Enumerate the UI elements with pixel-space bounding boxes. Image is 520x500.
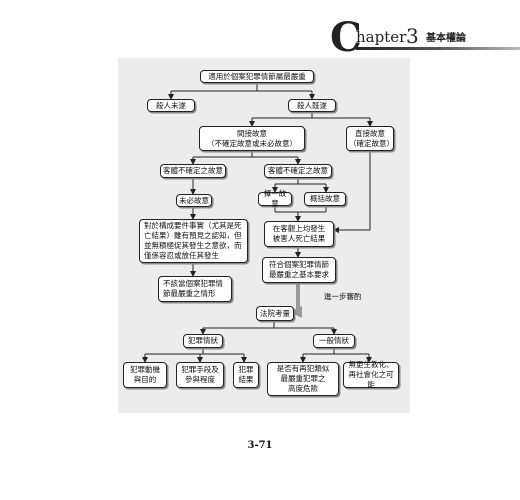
page-number: 3-71 (247, 440, 273, 451)
objective-death-box: 在客觀上均發生 被害人死亡結果 (264, 221, 334, 247)
not-killed-box: 殺人未遂 (147, 99, 195, 112)
motive-purpose-box: 犯罪動機 與目的 (123, 362, 167, 388)
alternative-intent-box: 擇一故意 (258, 189, 292, 208)
no-rehabilitation-box: 無更生教化、 再社會化之可能 (343, 360, 399, 389)
killed-box: 殺人既遂 (288, 99, 336, 112)
direct-intent-box: 直接故意 （確定故意） (346, 126, 394, 151)
chapter-title: 基本權論 (426, 33, 466, 44)
further-review-label: 進一步審酌 (324, 292, 362, 301)
court-consideration-box: 法院考量 (256, 306, 294, 321)
uncertain-object-right-box: 客體不確定之故意 (264, 164, 332, 178)
crime-circumstances-box: 犯罪情狀 (183, 334, 223, 348)
foreseen-not-prevented-box: 對於構成要件事實（尤其是死亡結果）雖有預見之認知，但並無積極促其發生之意欲，而僅… (139, 219, 248, 263)
chapter-letter: C (330, 14, 362, 61)
meets-requirement-box: 符合個案犯罪情節 最嚴重之基本要求 (262, 257, 336, 283)
result-box: 犯罪 結果 (233, 362, 259, 388)
chapter-word: hapter (356, 28, 407, 46)
uncertain-object-left-box: 客體不確定之故意 (160, 164, 226, 178)
general-circumstances-box: 一般情狀 (313, 334, 355, 348)
header-rule (356, 47, 520, 50)
means-degree-box: 犯罪手段及 參與程度 (176, 362, 224, 388)
indirect-intent-box: 間接故意 （不確定故意或未必故意） (199, 126, 305, 151)
dolus-eventualis-box: 未必故意 (176, 194, 212, 207)
root-box: 適用於個案犯罪情節屬最嚴重 (200, 70, 314, 83)
not-most-serious-box: 不該當個案犯罪情 節最嚴重之情形 (158, 276, 232, 302)
chapter-header: C hapter 3 基本權論 (330, 14, 520, 61)
general-intent-box: 概括故意 (304, 192, 346, 206)
reoffense-risk-box: 是否有再犯類似 最嚴重犯罪之 高度危險 (267, 362, 339, 396)
chapter-number: 3 (406, 24, 419, 48)
